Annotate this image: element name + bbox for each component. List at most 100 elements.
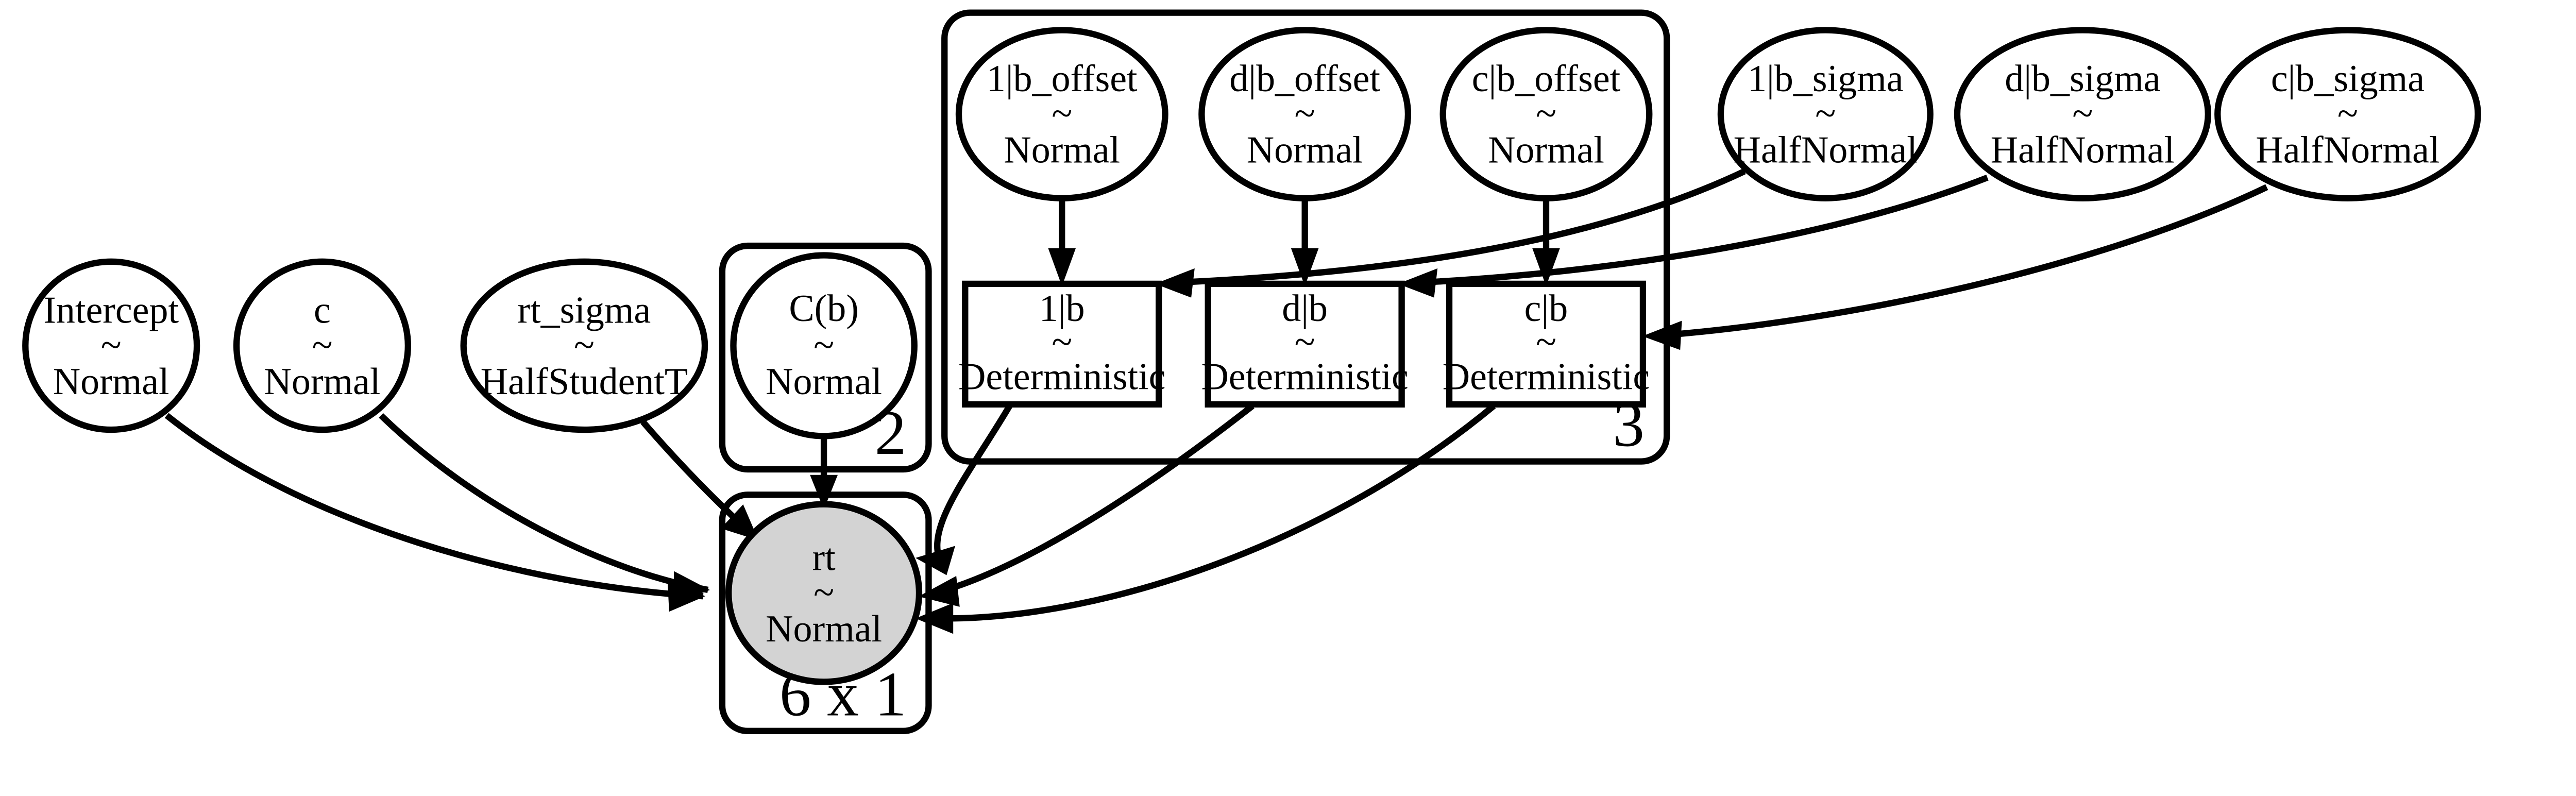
node-clb[interactable]: c|b ~ Deterministic: [1443, 280, 1650, 408]
nodes-layer: Intercept ~ Normal c ~ Normal rt_sigma ~…: [22, 27, 2481, 685]
node-llb-tilde: ~: [1052, 320, 1072, 363]
node-llb-sigma-name: 1|b_sigma: [1748, 57, 1903, 99]
node-clb-shape[interactable]: [1446, 280, 1647, 408]
node-dlb-sigma-shape[interactable]: [1954, 27, 2211, 201]
node-rt-tilde: ~: [814, 571, 834, 613]
node-dlb-offset-dist: Normal: [1247, 129, 1363, 171]
node-clb-sigma[interactable]: c|b_sigma ~ HalfNormal: [2214, 27, 2481, 201]
edge-clb-rt-arrowhead: [915, 603, 954, 634]
edge-clboff-clb-arrowhead: [1532, 248, 1560, 286]
node-clb-tilde: ~: [1536, 320, 1556, 363]
node-rt-dist: Normal: [766, 607, 882, 650]
node-c-dist: Normal: [264, 360, 381, 402]
node-clb-offset-shape[interactable]: [1439, 27, 1653, 201]
edge-dlboff-dlb: [1291, 199, 1319, 286]
node-cb-name: C(b): [789, 287, 859, 329]
node-dlb-name: d|b: [1282, 287, 1328, 329]
node-llb-shape[interactable]: [962, 280, 1162, 408]
node-clb-sigma-name: c|b_sigma: [2271, 57, 2425, 99]
edge-cb-rt-arrowhead: [810, 475, 838, 510]
edge-c-rt-line: [379, 413, 709, 593]
edge-dlboff-dlb-arrowhead: [1291, 248, 1319, 286]
node-c[interactable]: c ~ Normal: [233, 258, 412, 433]
node-rt-sigma[interactable]: rt_sigma ~ HalfStudentT: [460, 258, 708, 433]
edge-clb-rt: [915, 403, 1496, 634]
edge-clbsig-clb-line: [1671, 184, 2268, 338]
node-cb[interactable]: C(b) ~ Normal: [730, 252, 918, 439]
node-clb-sigma-shape[interactable]: [2214, 27, 2481, 201]
edge-llbsig-llb-arrowhead: [1155, 268, 1195, 298]
node-clb-offset[interactable]: c|b_offset ~ Normal: [1439, 27, 1653, 201]
edge-llbsig-llb: [1155, 168, 1746, 298]
node-rt[interactable]: rt ~ Normal: [725, 501, 923, 685]
node-dlb-sigma[interactable]: d|b_sigma ~ HalfNormal: [1954, 27, 2211, 201]
node-dlb-dist: Deterministic: [1201, 355, 1408, 398]
node-dlb-offset[interactable]: d|b_offset ~ Normal: [1198, 27, 1412, 201]
node-intercept[interactable]: Intercept ~ Normal: [22, 258, 200, 433]
edge-dlb-rt-line: [945, 403, 1255, 593]
node-clb-dist: Deterministic: [1443, 355, 1650, 398]
node-intercept-tilde: ~: [101, 324, 122, 366]
edge-c-rt-arrowhead: [673, 571, 710, 604]
node-llb-sigma-shape[interactable]: [1717, 27, 1934, 201]
edge-cb-rt: [810, 436, 838, 510]
node-c-shape[interactable]: [233, 258, 412, 433]
node-dlb-offset-tilde: ~: [1295, 92, 1315, 134]
node-llb[interactable]: 1|b ~ Deterministic: [958, 280, 1165, 408]
node-clb-offset-name: c|b_offset: [1472, 57, 1621, 99]
edge-dlbsig-dlb: [1398, 174, 1989, 298]
edge-dlbsig-dlb-line: [1425, 174, 1989, 285]
node-clb-offset-dist: Normal: [1488, 129, 1604, 171]
node-intercept-shape[interactable]: [22, 258, 200, 433]
node-dlb-tilde: ~: [1295, 320, 1315, 363]
plate-b-border: [941, 9, 1670, 465]
edge-llb-rt-line: [934, 404, 1012, 568]
node-rt-sigma-tilde: ~: [574, 324, 595, 366]
node-c-name: c: [314, 289, 331, 331]
node-dlb[interactable]: d|b ~ Deterministic: [1201, 280, 1409, 408]
node-cb-dist: Normal: [766, 360, 882, 402]
edge-rtsigma-rt: [640, 419, 759, 541]
edge-llboff-llb-arrowhead: [1048, 248, 1076, 286]
node-rt-sigma-shape[interactable]: [460, 258, 708, 433]
edge-dlbsig-dlb-arrowhead: [1398, 268, 1438, 298]
edge-llb-rt-arrowhead: [915, 546, 956, 575]
node-cb-tilde: ~: [814, 324, 834, 366]
node-llb-offset-name: 1|b_offset: [987, 57, 1138, 99]
node-clb-name: c|b: [1524, 287, 1568, 329]
node-dlb-sigma-tilde: ~: [2072, 92, 2093, 134]
edge-c-rt: [379, 413, 710, 604]
node-dlb-offset-name: d|b_offset: [1229, 57, 1380, 99]
node-llb-offset-tilde: ~: [1052, 92, 1072, 134]
edge-llboff-llb: [1048, 199, 1076, 286]
node-rt-sigma-name: rt_sigma: [517, 289, 651, 331]
node-c-tilde: ~: [312, 324, 332, 366]
node-intercept-dist: Normal: [53, 360, 170, 402]
node-rt-shape[interactable]: [725, 501, 923, 685]
node-clb-offset-tilde: ~: [1536, 92, 1556, 134]
edge-clb-rt-line: [946, 403, 1496, 622]
edge-clboff-clb: [1532, 199, 1560, 286]
edge-dlb-rt: [918, 403, 1255, 607]
edge-dlb-rt-arrowhead: [918, 575, 960, 607]
node-rt-name: rt: [812, 536, 836, 578]
node-dlb-offset-shape[interactable]: [1198, 27, 1412, 201]
edge-intercept-rt: [164, 413, 705, 612]
node-llb-offset-dist: Normal: [1004, 129, 1120, 171]
node-intercept-name: Intercept: [43, 289, 179, 331]
edges-layer: [164, 168, 2268, 634]
node-cb-shape[interactable]: [730, 252, 918, 439]
node-dlb-sigma-name: d|b_sigma: [2005, 57, 2160, 99]
node-dlb-shape[interactable]: [1205, 280, 1405, 408]
edge-intercept-rt-line: [164, 413, 704, 600]
node-dlb-sigma-dist: HalfNormal: [1991, 129, 2175, 171]
node-llb-dist: Deterministic: [958, 355, 1165, 398]
node-llb-offset[interactable]: 1|b_offset ~ Normal: [955, 27, 1168, 201]
node-clb-sigma-tilde: ~: [2337, 92, 2358, 134]
node-llb-sigma-dist: HalfNormal: [1734, 129, 1918, 171]
node-llb-sigma[interactable]: 1|b_sigma ~ HalfNormal: [1717, 27, 1934, 201]
node-llb-offset-shape[interactable]: [955, 27, 1168, 201]
node-clb-sigma-dist: HalfNormal: [2256, 129, 2439, 171]
